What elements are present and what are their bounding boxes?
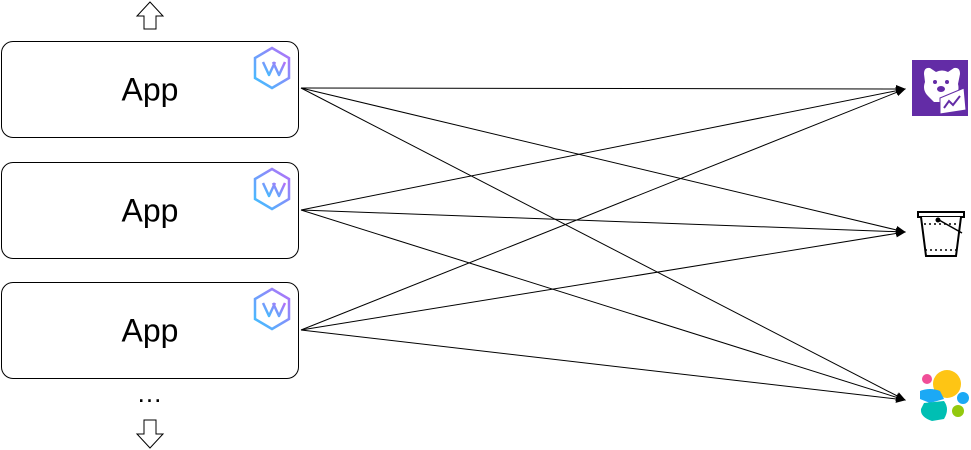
app-label: App [121, 71, 179, 107]
connection-app3-sink2 [300, 229, 906, 331]
more-apps-ellipsis: ... [137, 378, 163, 408]
connection-app3-sink1 [300, 88, 906, 331]
app-box-1[interactable]: App [1, 41, 299, 138]
connection-app3-sink3 [300, 329, 906, 403]
connection-app2-sink1 [300, 86, 906, 211]
scale-up-arrow-icon [135, 1, 165, 30]
connection-app1-sink2 [300, 87, 906, 234]
connection-app2-sink3 [300, 209, 906, 402]
bucket-icon[interactable] [915, 208, 967, 260]
elasticsearch-icon[interactable] [910, 365, 970, 425]
scale-down-arrow-icon [135, 419, 165, 449]
app-label: App [121, 312, 179, 348]
connection-app1-sink3 [300, 87, 906, 401]
connection-app1-sink1 [300, 84, 906, 93]
datadog-icon[interactable] [910, 58, 970, 118]
connection-app2-sink2 [300, 209, 906, 236]
app-box-3[interactable]: App [1, 282, 299, 379]
app-label: App [121, 192, 179, 228]
vector-logo-icon [253, 287, 291, 331]
connections [300, 84, 906, 403]
app-box-2[interactable]: App [1, 162, 299, 259]
vector-logo-icon [253, 167, 291, 211]
vector-logo-icon [253, 46, 291, 90]
